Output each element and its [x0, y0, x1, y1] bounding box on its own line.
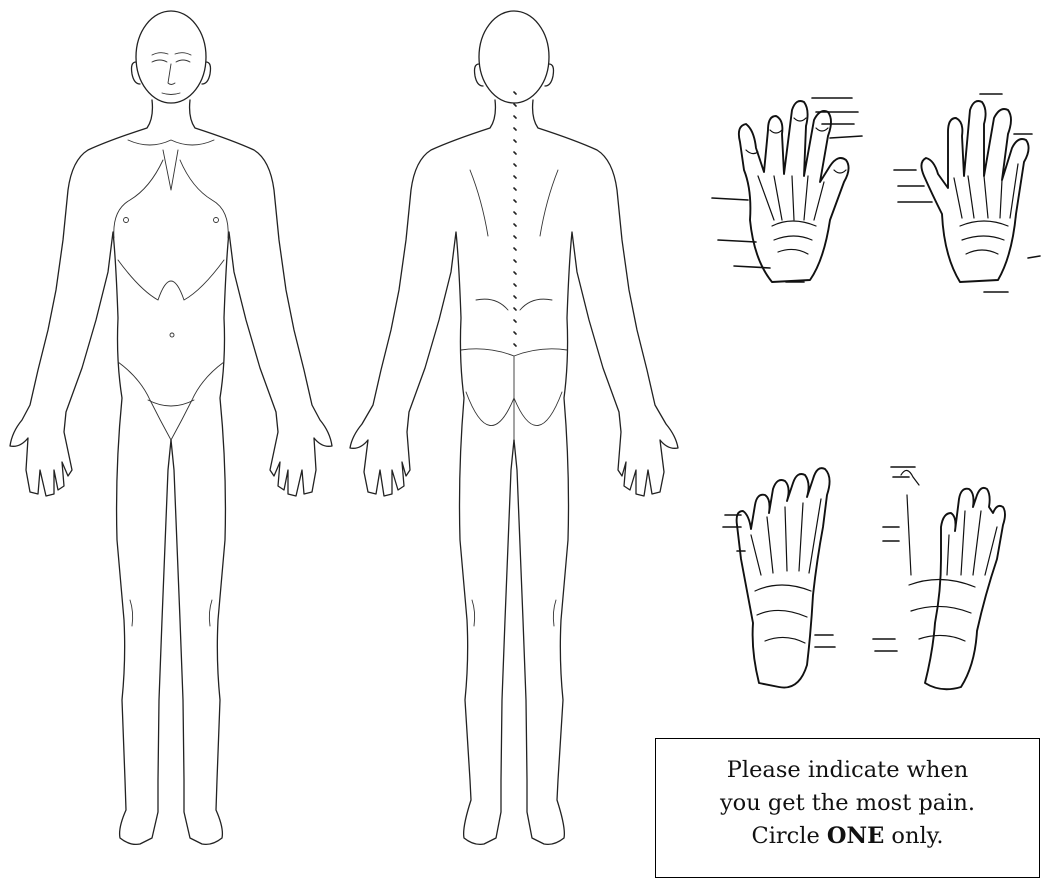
right-hand-skeleton: [894, 94, 1040, 292]
back-head: [475, 11, 554, 103]
hand-diagrams[interactable]: [712, 90, 1047, 310]
instruction-box: Please indicate when you get the most pa…: [655, 738, 1040, 878]
front-torso: [10, 100, 332, 844]
left-foot-skeleton: [723, 468, 835, 687]
instruction-prefix: Circle: [751, 823, 826, 849]
instruction-emphasis: ONE: [827, 823, 884, 849]
left-hand-skeleton: [712, 98, 862, 282]
body-front-figure[interactable]: [0, 0, 345, 861]
front-head: [132, 11, 211, 103]
foot-diagrams[interactable]: [715, 455, 1015, 695]
right-foot-skeleton: [873, 467, 1005, 689]
instruction-line-3: Circle ONE only.: [656, 820, 1039, 853]
instruction-suffix: only.: [884, 823, 943, 849]
back-spine: [514, 92, 516, 346]
body-back-figure[interactable]: [340, 0, 680, 861]
instruction-line-2: you get the most pain.: [656, 787, 1039, 820]
instruction-line-1: Please indicate when: [656, 754, 1039, 787]
